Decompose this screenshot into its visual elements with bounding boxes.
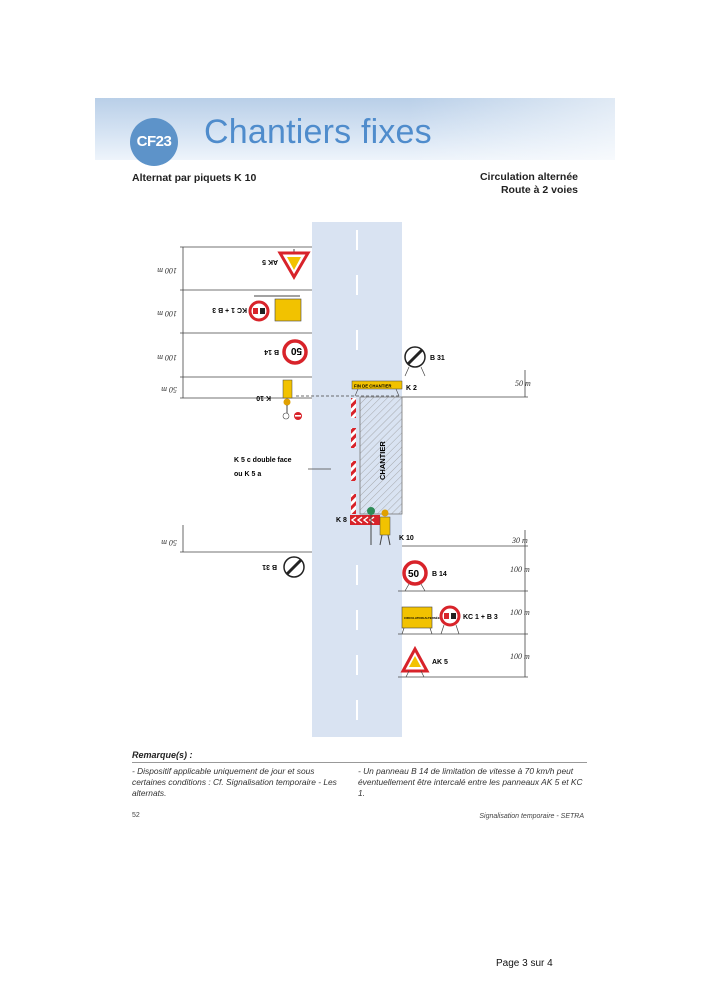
right-distance-lines	[398, 370, 528, 678]
k8-chevrons	[350, 515, 380, 525]
left-label-k5-line1: K 5 c double face	[234, 457, 292, 464]
left-b31-sign	[283, 556, 305, 578]
source-credit: Signalisation temporaire - SETRA	[479, 813, 584, 820]
left-distance-3: 100 m	[157, 353, 177, 362]
left-distance-2: 100 m	[157, 309, 177, 318]
right-distance-4: 100 m	[510, 608, 530, 617]
left-k10-person	[282, 379, 302, 420]
right-ak5-sign	[400, 645, 430, 678]
right-k10-person	[367, 507, 391, 546]
right-distance-2: 30 m	[511, 536, 528, 545]
k2-barrier: FIN DE CHANTIER	[351, 380, 403, 397]
left-label-kc1b3: KC 1 + B 3	[212, 306, 247, 313]
remark-right: - Un panneau B 14 de limitation de vites…	[358, 766, 583, 798]
left-distance-4: 50 m	[161, 385, 177, 394]
left-b14-speed: 50	[290, 345, 302, 356]
header-band-fade	[95, 98, 615, 160]
page-number: 52	[132, 812, 140, 819]
right-label-b14: B 14	[432, 571, 447, 578]
page-title: Chantiers fixes	[204, 113, 432, 151]
subtitle-right-line2: Route à 2 voies	[500, 184, 578, 196]
right-kc1-text: CIRCULATION ALTERNÉE	[404, 615, 440, 620]
right-label-ak5: AK 5	[432, 659, 448, 666]
k2-barrier-text: FIN DE CHANTIER	[354, 384, 392, 389]
right-label-b31: B 31	[430, 355, 445, 362]
page-indicator: Page 3 sur 4	[496, 958, 553, 969]
left-kc1b3-signs	[248, 295, 302, 322]
remarks-heading: Remarque(s) :	[132, 750, 193, 760]
right-label-k2: K 2	[406, 385, 417, 392]
right-distance-5: 100 m	[510, 652, 530, 661]
section-badge: CF23	[130, 118, 178, 166]
left-distance-1: 100 m	[157, 266, 177, 275]
left-distance-5: 50 m	[161, 538, 177, 547]
k5-cones	[351, 398, 356, 514]
remark-left: - Dispositif applicable uniquement de jo…	[132, 766, 337, 798]
subtitle-right-line1: Circulation alternée	[479, 171, 578, 183]
remarks-divider	[132, 762, 587, 763]
right-distance-1: 50 m	[515, 379, 531, 388]
left-label-k10: K 10	[256, 394, 271, 401]
right-distance-3: 100 m	[510, 565, 530, 574]
subtitle-right: Circulation alternée Route à 2 voies	[480, 171, 578, 197]
right-b14-sign: 50	[402, 560, 428, 592]
right-label-kc1b3: KC 1 + B 3	[463, 614, 498, 621]
left-ak5-sign	[277, 249, 311, 280]
left-distance-lines	[180, 246, 312, 553]
right-label-k8: K 8	[336, 517, 347, 524]
right-kc1b3-signs: CIRCULATION ALTERNÉE	[401, 605, 461, 635]
right-b31-sign	[404, 346, 426, 377]
work-zone	[359, 396, 403, 515]
right-b14-speed: 50	[408, 569, 420, 580]
left-label-b14: B 14	[264, 348, 279, 355]
left-b14-sign: 50	[282, 339, 308, 365]
work-zone-label: CHANTIER	[378, 441, 387, 480]
left-label-b31: B 31	[262, 563, 277, 570]
left-label-ak5: AK 5	[262, 258, 278, 265]
left-label-k5-line2: ou K 5 a	[234, 471, 261, 478]
right-label-k10: K 10	[399, 535, 414, 542]
subtitle-left: Alternat par piquets K 10	[132, 172, 257, 184]
